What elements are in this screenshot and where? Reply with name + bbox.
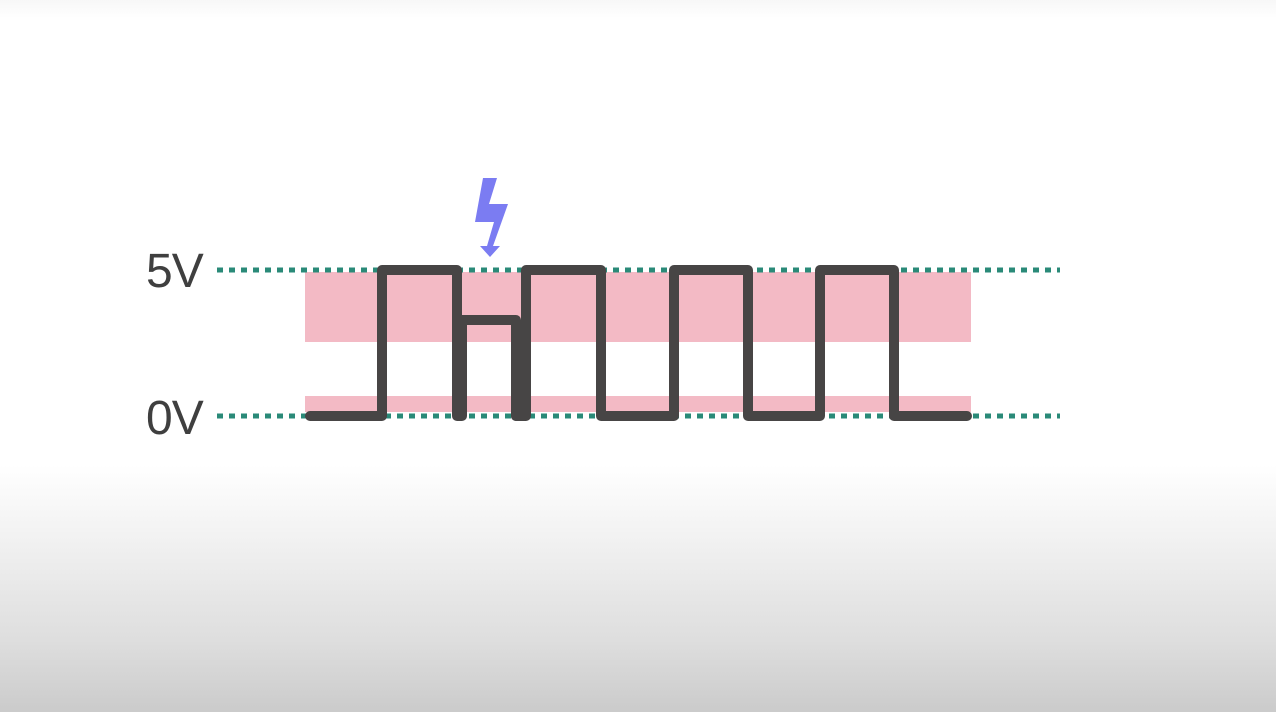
label-0v: 0V [146,392,204,445]
low-noise-band [305,396,971,412]
signal-segment-after-glitch [511,265,972,421]
signal-segment-before-glitch [305,265,528,421]
label-5v: 5V [146,245,204,298]
lightning-bolt-icon [475,178,508,257]
square-wave-signal [305,265,972,421]
high-noise-band [305,272,971,342]
